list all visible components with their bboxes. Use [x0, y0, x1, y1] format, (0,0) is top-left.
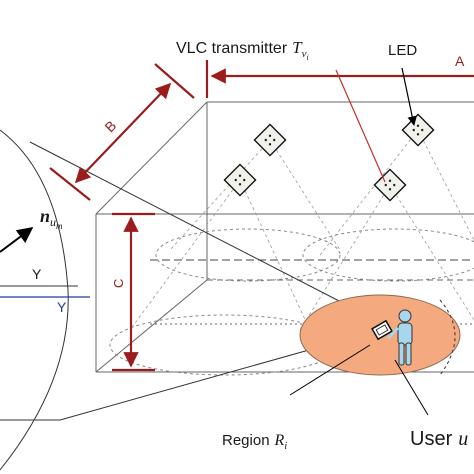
normal-vector-label: num: [40, 206, 63, 231]
dimension-c: [112, 212, 155, 372]
dimension-c-label: C: [111, 279, 126, 288]
light-cones: [129, 129, 474, 331]
led-label: LED: [388, 42, 417, 59]
region-pointer: [289, 344, 371, 396]
normal-vector-arrow: [0, 227, 34, 253]
y-label-blue: Y: [57, 299, 67, 315]
dimension-b: [49, 63, 195, 201]
user-pointer: [394, 359, 429, 416]
dimension-a-label: A: [455, 53, 465, 69]
person-icon: [386, 309, 413, 366]
led-fixture-icon: [223, 113, 435, 202]
y-label-black: Y: [32, 266, 42, 282]
led-pointer: [401, 67, 417, 126]
dimension-a: [205, 60, 474, 98]
room-outline: [95, 101, 474, 373]
dimension-b-label: B: [101, 117, 119, 135]
handheld-device-icon: [371, 319, 393, 341]
transmitter-pointer: [335, 69, 386, 183]
